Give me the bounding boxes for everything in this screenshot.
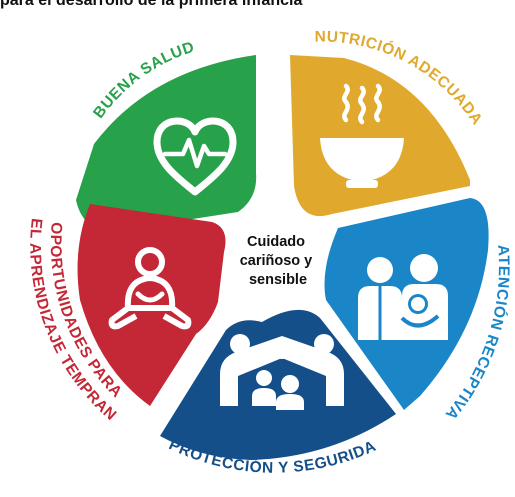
segment-nutricion-adecuada xyxy=(290,55,470,217)
cut-off-title: para el desarrollo de la primera infanci… xyxy=(0,0,303,9)
segment-proteccion-seguridad xyxy=(160,309,396,460)
center-label: Cuidado cariñoso y sensible xyxy=(240,234,317,288)
parents-with-baby-icon xyxy=(358,254,448,340)
family-shelter-icon xyxy=(220,334,344,410)
steaming-bowl-icon xyxy=(320,83,404,188)
child-playing-icon xyxy=(108,247,192,330)
segment-buena-salud xyxy=(76,55,257,232)
heart-pulse-icon xyxy=(153,117,237,196)
